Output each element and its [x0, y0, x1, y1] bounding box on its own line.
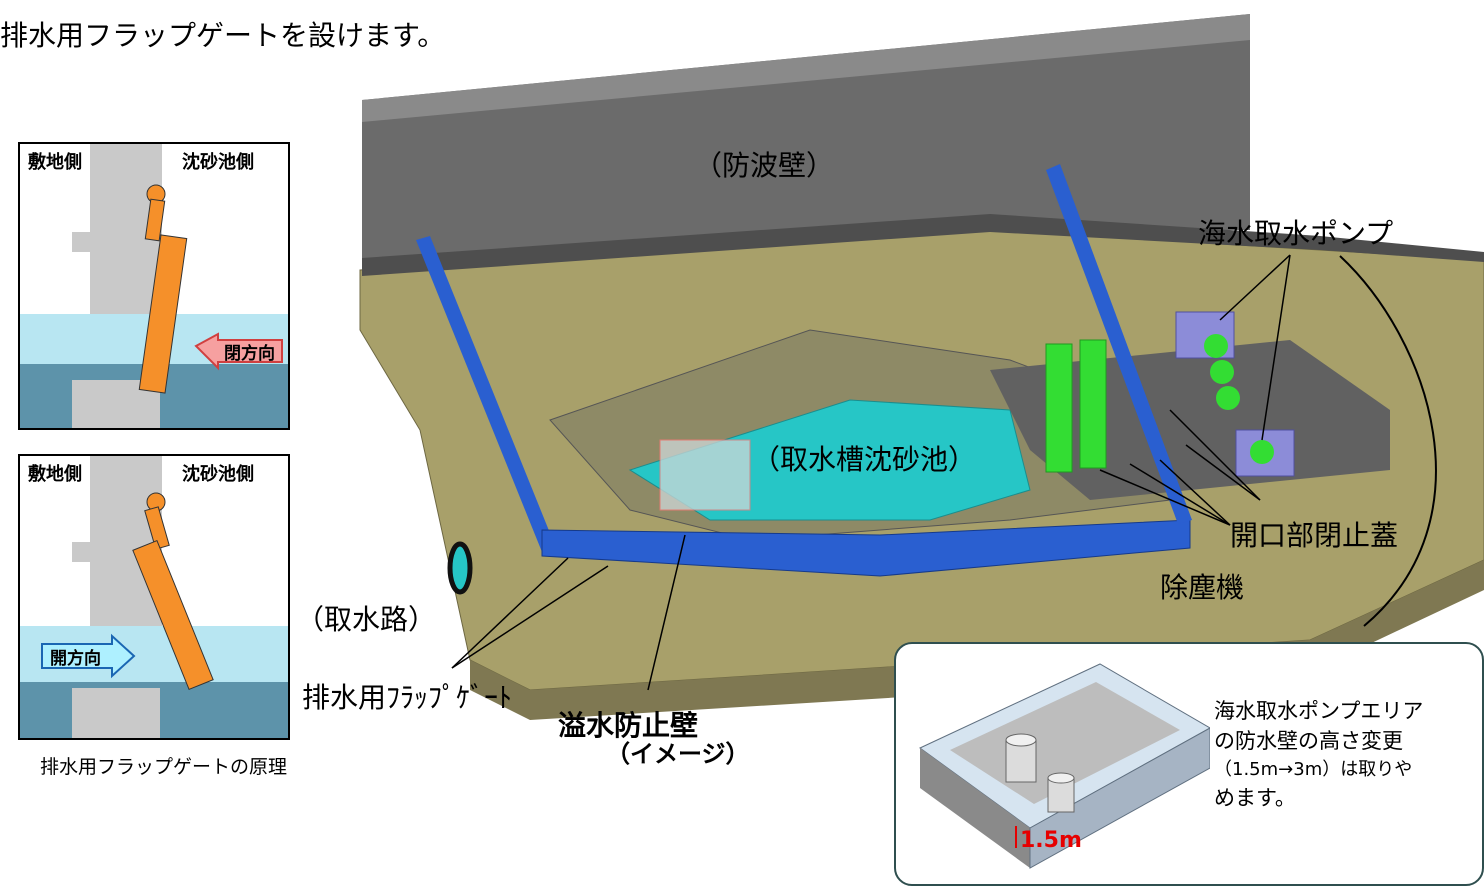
- wall-ledge: [72, 542, 94, 562]
- land-side-label: 敷地側: [28, 464, 82, 485]
- actuator-rod: [144, 506, 170, 550]
- seawall-top: [362, 14, 1250, 122]
- pump-2: [1210, 360, 1234, 384]
- flap-gate-leader-1: [451, 557, 569, 669]
- basin-side-label: 沈砂池側: [182, 464, 254, 485]
- height-label: 1.5m: [1020, 828, 1082, 853]
- principle-panel-opening: 敷地側 沈砂池側 開方向: [18, 454, 290, 740]
- dust-remover-2: [1079, 339, 1107, 469]
- pump-cylinder-1: [1005, 739, 1037, 783]
- overflow-wall-left: [416, 236, 556, 552]
- inset-note: 海水取水ポンプエリア の防水壁の高さ変更 （1.5m→3m）は取りや めます。: [1214, 696, 1482, 813]
- ground-slab-edge: [470, 560, 1484, 720]
- overflow-wall-front: [541, 519, 1191, 577]
- upper-wall-block: [90, 456, 162, 626]
- inset-note-line-2: の防水壁の高さ変更: [1214, 729, 1403, 754]
- image-note-label: （イメージ）: [606, 740, 750, 768]
- pump-4: [1250, 440, 1274, 464]
- pump-area-side-left: [920, 748, 1030, 868]
- lid-leader-2: [1185, 444, 1261, 501]
- inset-note-line-4: めます。: [1214, 785, 1296, 810]
- dust-remover-leader-2: [1129, 463, 1231, 526]
- facility-diagram: [359, 14, 1484, 720]
- flap-gate-body: [132, 539, 214, 691]
- intake-channel-label: （取水路）: [296, 603, 437, 636]
- closing-direction-label: 閉方向: [224, 344, 275, 364]
- screen-grid: [659, 439, 751, 511]
- closing-gate-drawing: [20, 144, 288, 428]
- land-side-label: 敷地側: [28, 152, 82, 173]
- pump-label: 海水取水ポンプ: [1198, 217, 1394, 250]
- principle-panel-closing: 敷地側 沈砂池側 閉方向: [18, 142, 290, 430]
- dust-remover-leader-1: [1099, 469, 1231, 526]
- dust-remover-label: 除塵機: [1160, 571, 1245, 604]
- pump-3: [1216, 386, 1240, 410]
- opening-arrow-icon: [41, 633, 136, 679]
- opening-gate-drawing: [20, 456, 288, 738]
- pump-area-inset: 1.5m 海水取水ポンプエリア の防水壁の高さ変更 （1.5m→3m）は取りや …: [894, 642, 1484, 886]
- overflow-wall-label: 溢水防止壁: [558, 709, 699, 742]
- actuator-rod: [144, 198, 166, 242]
- pump-cylinder-1-top: [1005, 733, 1037, 747]
- pump-cylinder-2-top: [1047, 772, 1075, 784]
- pump-1: [1204, 334, 1228, 358]
- flap-gate-label: 排水用ﾌﾗｯﾌﾟｹﾞｰﾄ: [302, 681, 513, 714]
- flap-gate-leader-2: [451, 565, 609, 669]
- inset-note-line-3: （1.5m→3m）は取りや: [1214, 758, 1413, 780]
- lid-leader-1: [1169, 409, 1261, 501]
- pump-area-model: [919, 663, 1210, 869]
- inset-note-line-1: 海水取水ポンプエリア: [1214, 699, 1424, 723]
- inset-pointer-curve: [1339, 255, 1437, 627]
- overflow-wall-leader: [647, 534, 686, 691]
- opening-lid-label: 開口部閉止蓋: [1230, 519, 1399, 552]
- basin-side-label: 沈砂池側: [182, 152, 254, 173]
- pump-leader-2: [1261, 254, 1291, 441]
- settling-basin-label: （取水槽沈砂池）: [752, 443, 977, 476]
- pump-cylinder-2: [1047, 777, 1075, 813]
- intro-line: 排水用フラップゲートを設けます。: [0, 19, 446, 52]
- lower-wall-block: [72, 688, 160, 738]
- principle-caption: 排水用フラップゲートの原理: [40, 756, 288, 778]
- flap-gate-body: [138, 234, 188, 394]
- upper-wall-block: [90, 144, 162, 314]
- opening-direction-label: 開方向: [50, 649, 101, 669]
- seawall-label: （防波壁）: [694, 149, 835, 182]
- wall-ledge: [72, 232, 94, 252]
- intake-opening: [447, 541, 473, 595]
- pump-area-side-front: [1029, 727, 1210, 869]
- seawall-base: [362, 214, 1484, 276]
- dust-remover-leader-3: [1159, 459, 1231, 526]
- pump-leader-1: [1219, 254, 1291, 321]
- overflow-wall-right: [1046, 164, 1192, 524]
- dust-remover-1: [1045, 343, 1073, 473]
- closing-arrow-icon: [194, 332, 283, 371]
